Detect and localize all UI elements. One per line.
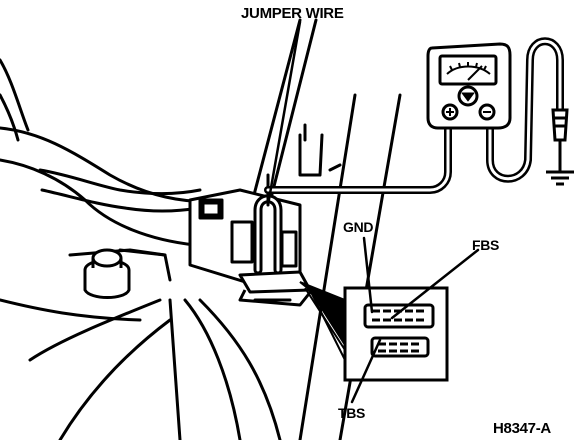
pin-detail-inset: [343, 286, 449, 382]
figure-id-label: H8347-A: [493, 420, 551, 437]
meter-lead: [264, 37, 564, 194]
ground-icon: [546, 160, 574, 186]
reservoir-cap: [83, 248, 131, 299]
inset-callout-lines: [299, 281, 346, 361]
jumper-wire-label: JUMPER WIRE: [241, 5, 344, 22]
label-leader-lines: [266, 20, 480, 404]
gnd-label: GND: [343, 219, 373, 235]
multimeter: [426, 42, 512, 130]
fbs-label: FBS: [472, 237, 499, 253]
tbs-label: TBS: [338, 405, 365, 421]
diagnostic-connector-block: [188, 188, 314, 307]
ground-probe: [551, 108, 569, 160]
